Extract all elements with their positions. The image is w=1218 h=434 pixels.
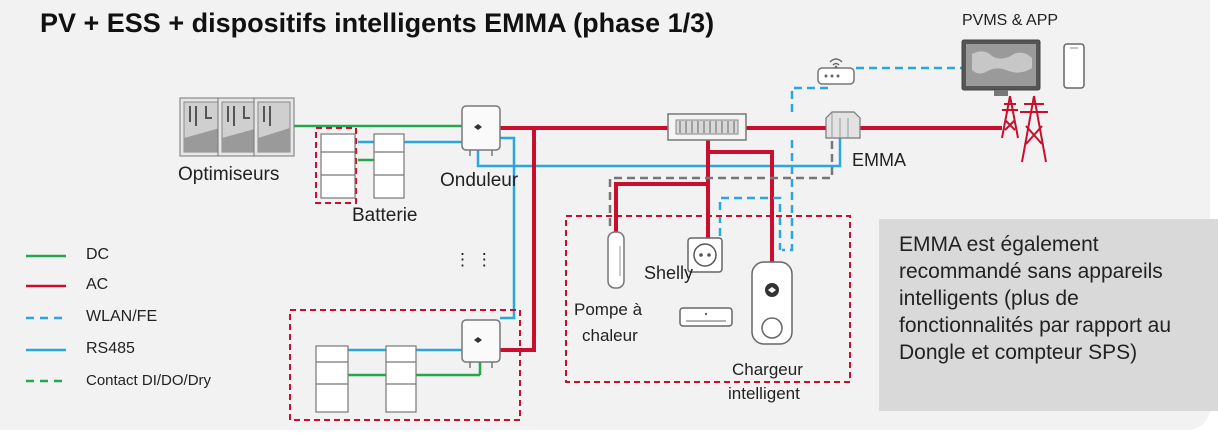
inverter-bottom-icon [461, 319, 501, 368]
legend-label-ac: AC [86, 276, 109, 293]
battery-top-icon [320, 133, 405, 199]
ellipsis-label: ⋮ ⋮ [454, 250, 493, 269]
emma-device-icon [825, 111, 861, 139]
optimiseurs-icon [179, 97, 295, 157]
legend [26, 254, 66, 383]
grid-pylon-icon [1001, 95, 1048, 163]
pompe-label-line1: Pompe à [574, 300, 643, 319]
note-box: EMMA est également recommandé sans appar… [879, 219, 1218, 411]
pompe-label-line2: chaleur [582, 326, 638, 345]
ev-charger-icon [751, 261, 793, 345]
monitor-icon [961, 39, 1041, 96]
legend-label-dc: DC [86, 246, 110, 263]
onduleur-label: Onduleur [440, 170, 519, 191]
gray-dashed-line [608, 140, 834, 226]
heat-pump-icon [607, 231, 625, 289]
air-conditioner-icon [679, 307, 733, 327]
emma-label: EMMA [852, 150, 906, 170]
rs485-lines [346, 136, 842, 352]
router-icon [817, 58, 855, 85]
wlan-lines [718, 66, 972, 252]
optimiseurs-label: Optimiseurs [178, 164, 280, 185]
shelly-socket-icon [687, 237, 723, 273]
legend-label-wlan: WLAN/FE [86, 308, 158, 325]
phone-icon [1063, 43, 1085, 89]
legend-label-rs485: RS485 [86, 340, 135, 357]
chargeur-label-line2: intelligent [728, 384, 800, 403]
legend-label-contact: Contact DI/DO/Dry [86, 372, 212, 389]
group-boxes [289, 127, 851, 421]
shelly-label: Shelly [644, 263, 694, 283]
batterie-label: Batterie [352, 205, 418, 226]
distribution-box-icon [667, 113, 747, 141]
note-text: EMMA est également recommandé sans appar… [899, 233, 1172, 364]
inverter-top-icon [461, 105, 501, 156]
ac-lines [500, 126, 1002, 352]
chargeur-label-line1: Chargeur [732, 360, 803, 379]
dc-lines [290, 124, 482, 377]
battery-bottom-icon [315, 345, 417, 413]
diagram-title: PV + ESS + dispositifs intelligents EMMA… [40, 8, 715, 38]
pvms-app-label: PVMS & APP [962, 12, 1059, 29]
